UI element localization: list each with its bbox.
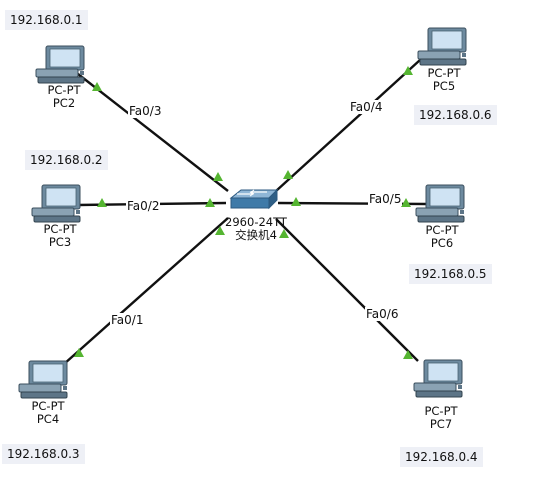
switch-icon[interactable] — [230, 189, 278, 209]
device-type: PC-PT — [424, 404, 458, 418]
port-up-indicator — [74, 348, 84, 357]
ip-label-pc3: 192.168.0.2 — [25, 150, 108, 170]
pc2-label: PC-PT PC2 — [40, 84, 88, 110]
device-name: PC6 — [430, 236, 454, 250]
link-pc5[interactable] — [275, 59, 421, 192]
port-up-indicator — [92, 82, 102, 91]
port-up-indicator — [283, 170, 293, 179]
ip-label-pc6: 192.168.0.5 — [409, 264, 492, 284]
switch-label: 2960-24TT 交换机4 — [222, 216, 290, 242]
port-up-indicator — [279, 229, 289, 238]
link-pc4[interactable] — [63, 217, 229, 365]
device-name: PC2 — [52, 96, 76, 110]
port-label-pc3: Fa0/2 — [126, 199, 161, 213]
port-label-pc7: Fa0/6 — [365, 307, 400, 321]
desktop-pc-icon[interactable] — [413, 359, 463, 398]
switch-model: 2960-24TT — [225, 215, 287, 229]
port-up-indicator — [403, 350, 413, 359]
device-type: PC-PT — [43, 222, 77, 236]
desktop-pc-icon[interactable] — [417, 27, 467, 66]
device-name: PC4 — [36, 412, 60, 426]
pc5-label: PC-PT PC5 — [420, 67, 468, 93]
port-up-indicator — [215, 226, 225, 235]
port-label-pc2: Fa0/3 — [128, 104, 163, 118]
port-label-pc4: Fa0/1 — [110, 313, 145, 327]
device-type: PC-PT — [47, 83, 81, 97]
pc4-label: PC-PT PC4 — [24, 400, 72, 426]
device-type: PC-PT — [427, 66, 461, 80]
pc3-label: PC-PT PC3 — [36, 223, 84, 249]
port-label-pc6: Fa0/5 — [368, 192, 403, 206]
port-up-indicator — [291, 197, 301, 206]
device-type: PC-PT — [425, 223, 459, 237]
desktop-pc-icon[interactable] — [18, 360, 68, 399]
link-pc7[interactable] — [275, 218, 419, 362]
port-up-indicator — [213, 172, 223, 181]
device-name: PC3 — [48, 235, 72, 249]
pc6-label: PC-PT PC6 — [418, 224, 466, 250]
port-up-indicator — [403, 66, 413, 75]
desktop-pc-icon[interactable] — [31, 184, 81, 223]
port-label-pc5: Fa0/4 — [349, 100, 384, 114]
port-up-indicator — [401, 198, 411, 207]
ip-label-pc7: 192.168.0.4 — [400, 447, 483, 467]
switch-name: 交换机4 — [235, 228, 277, 242]
port-up-indicator — [97, 198, 107, 207]
ip-label-pc4: 192.168.0.3 — [2, 444, 85, 464]
device-name: PC5 — [432, 79, 456, 93]
ip-label-pc2: 192.168.0.1 — [5, 10, 88, 30]
port-up-indicator — [205, 198, 215, 207]
ip-label-pc5: 192.168.0.6 — [414, 105, 497, 125]
link-pc2[interactable] — [77, 73, 229, 192]
pc7-label: PC-PT PC7 — [417, 405, 465, 431]
device-type: PC-PT — [31, 399, 65, 413]
device-name: PC7 — [429, 417, 453, 431]
desktop-pc-icon[interactable] — [35, 45, 85, 84]
